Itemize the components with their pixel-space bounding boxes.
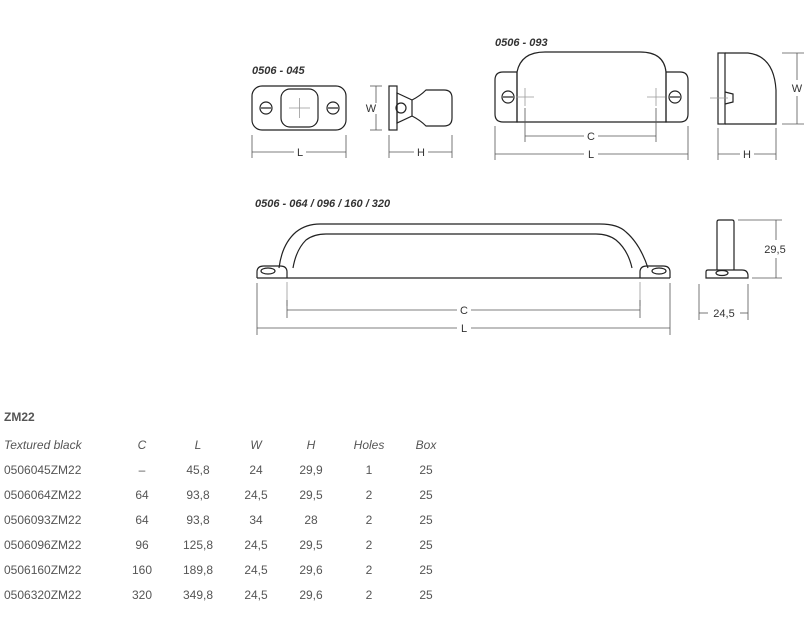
cell-c: – xyxy=(138,462,146,477)
cell-w: 24,5 xyxy=(244,537,268,552)
spec-table: Textured black C L W H Holes Box 0506045… xyxy=(4,432,458,607)
cell-h: 29,9 xyxy=(299,462,323,477)
table-row: 0506064ZM22 64 93,8 24,5 29,5 2 25 xyxy=(4,482,458,507)
header-h: H xyxy=(306,437,316,452)
technical-drawings: 0506 - 045 0506 - 093 0506 - 064 / 096 /… xyxy=(251,37,804,335)
cell-holes: 2 xyxy=(365,562,373,577)
cell-box: 25 xyxy=(419,537,433,552)
dim-H-093: H xyxy=(743,149,751,161)
header-w: W xyxy=(250,437,262,452)
cell-l: 349,8 xyxy=(182,587,214,602)
dim-W-045: W xyxy=(366,103,377,115)
cell-holes: 1 xyxy=(365,462,373,477)
cell-code: 0506045ZM22 xyxy=(4,462,82,477)
cell-h: 29,6 xyxy=(299,562,323,577)
cell-w: 24 xyxy=(249,462,263,477)
cell-box: 25 xyxy=(419,462,433,477)
table-row: 0506045ZM22 – 45,8 24 29,9 1 25 xyxy=(4,457,458,482)
cell-holes: 2 xyxy=(365,537,373,552)
cup-093-front xyxy=(494,51,689,123)
label-0506-long: 0506 - 064 / 096 / 160 / 320 xyxy=(255,198,391,210)
dim-H-045: H xyxy=(417,147,425,159)
spec-table-section: ZM22 Textured black C L W H Holes Box 05… xyxy=(4,410,458,607)
dim-base-24-5: 24,5 xyxy=(713,308,734,320)
dim-C-long: C xyxy=(460,305,468,317)
cell-code: 0506320ZM22 xyxy=(4,587,82,602)
handle-long-front xyxy=(256,223,671,279)
cell-c: 320 xyxy=(131,587,153,602)
dim-L-045: L xyxy=(297,147,303,159)
cell-w: 24,5 xyxy=(244,562,268,577)
dim-height-29-5: 29,5 xyxy=(764,244,785,256)
cell-c: 96 xyxy=(135,537,149,552)
cell-w: 24,5 xyxy=(244,487,268,502)
cell-h: 28 xyxy=(304,512,318,527)
cell-box: 25 xyxy=(419,487,433,502)
header-holes: Holes xyxy=(353,437,385,452)
cell-code: 0506064ZM22 xyxy=(4,487,82,502)
cell-holes: 2 xyxy=(365,487,373,502)
header-finish: Textured black xyxy=(4,437,82,452)
cell-holes: 2 xyxy=(365,512,373,527)
dim-L-093: L xyxy=(588,149,594,161)
cell-l: 93,8 xyxy=(186,487,210,502)
series-code: ZM22 xyxy=(4,410,35,424)
dim-W-093: W xyxy=(792,83,803,95)
header-box: Box xyxy=(415,437,437,452)
dim-L-long: L xyxy=(461,323,467,335)
cell-c: 64 xyxy=(135,512,149,527)
cup-093-side xyxy=(717,52,777,125)
cell-box: 25 xyxy=(419,512,433,527)
header-c: C xyxy=(137,437,147,452)
cell-l: 189,8 xyxy=(182,562,214,577)
table-row: 0506320ZM22 320 349,8 24,5 29,6 2 25 xyxy=(4,582,458,607)
table-row: 0506093ZM22 64 93,8 34 28 2 25 xyxy=(4,507,458,532)
cell-l: 45,8 xyxy=(186,462,210,477)
label-0506-045: 0506 - 045 xyxy=(252,65,305,77)
header-l: L xyxy=(194,437,202,452)
table-row: 0506160ZM22 160 189,8 24,5 29,6 2 25 xyxy=(4,557,458,582)
knob-045-side xyxy=(388,85,453,131)
cell-h: 29,6 xyxy=(299,587,323,602)
table-row: 0506096ZM22 96 125,8 24,5 29,5 2 25 xyxy=(4,532,458,557)
table-header-row: Textured black C L W H Holes Box xyxy=(4,432,458,457)
cell-code: 0506160ZM22 xyxy=(4,562,82,577)
drawings-svg: 0506 - 045 0506 - 093 0506 - 064 / 096 /… xyxy=(251,37,804,335)
cell-c: 64 xyxy=(135,487,149,502)
dim-C-093: C xyxy=(587,131,595,143)
knob-045-front xyxy=(251,85,347,131)
cell-w: 34 xyxy=(249,512,263,527)
cell-code: 0506093ZM22 xyxy=(4,512,82,527)
cell-box: 25 xyxy=(419,587,433,602)
cell-c: 160 xyxy=(131,562,153,577)
handle-long-side xyxy=(705,219,749,279)
cell-l: 125,8 xyxy=(182,537,214,552)
cell-holes: 2 xyxy=(365,587,373,602)
cell-code: 0506096ZM22 xyxy=(4,537,82,552)
label-0506-093: 0506 - 093 xyxy=(495,37,548,49)
cell-h: 29,5 xyxy=(299,537,323,552)
cell-h: 29,5 xyxy=(299,487,323,502)
cell-w: 24,5 xyxy=(244,587,268,602)
cell-box: 25 xyxy=(419,562,433,577)
cell-l: 93,8 xyxy=(186,512,210,527)
